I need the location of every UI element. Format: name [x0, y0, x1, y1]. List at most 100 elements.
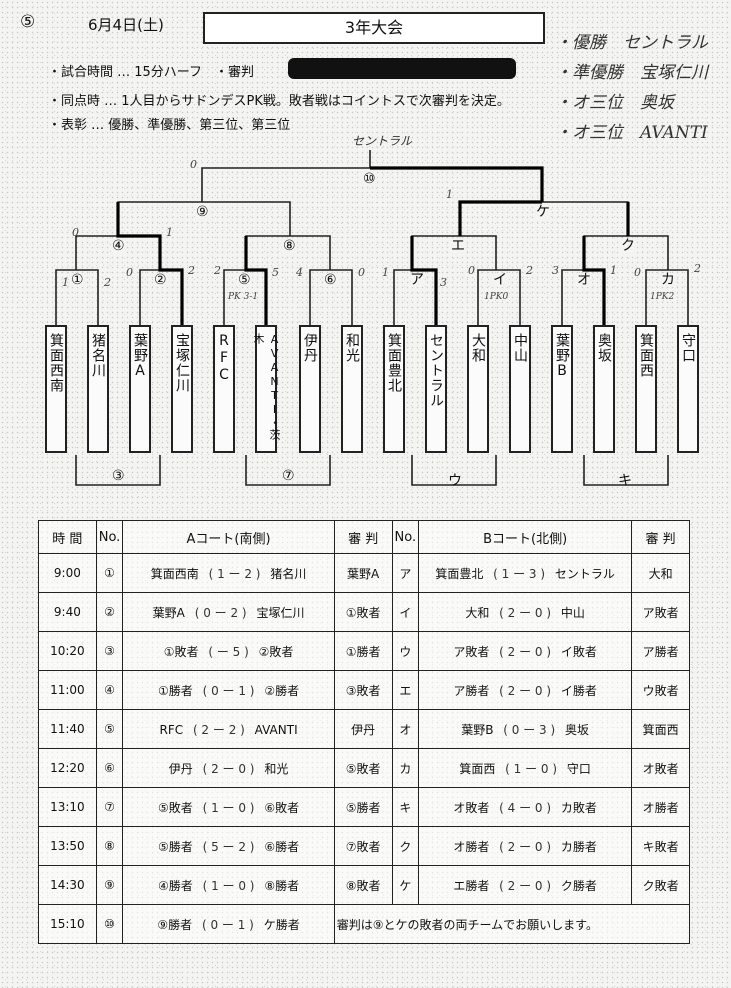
score-5: 2	[214, 264, 221, 277]
court-a-match: ⑤勝者 ( 5 ー 2 ) ⑥勝者	[122, 826, 335, 866]
score-2: 2	[104, 276, 111, 289]
header-no-b: No.	[391, 520, 420, 554]
team-box: 猪名川	[87, 325, 109, 453]
score-12: 2	[526, 264, 533, 277]
team-left: ①敗者	[163, 644, 199, 659]
header-court-a: Aコート(南側)	[122, 520, 335, 554]
match-number-a: ⑨	[95, 865, 124, 905]
team-box: 守口	[677, 325, 699, 453]
r1-mark-6: イ	[492, 272, 508, 288]
court-b-match: 葉野B ( 0 ー 3 ) 奥坂	[418, 709, 633, 749]
team-right: セントラル	[554, 566, 615, 581]
team-right: ⑥敗者	[264, 800, 300, 815]
header-ref-a: 審 判	[333, 520, 393, 554]
score-20: 1	[446, 188, 453, 201]
match-number-b: イ	[391, 592, 420, 632]
redacted-referee-block	[288, 58, 516, 79]
score-8: 0	[358, 266, 365, 279]
team-right: イ勝者	[560, 683, 597, 698]
result-third-1: ・オ三位 奥坂	[555, 93, 674, 113]
team-right: 中山	[560, 605, 585, 620]
score-6: 5	[272, 266, 279, 279]
header-time: 時 間	[38, 520, 97, 554]
group-label: ウ	[448, 473, 462, 489]
referee-b: キ敗者	[631, 826, 690, 866]
court-b-match: 箕面豊北 ( 1 ー 3 ) セントラル	[418, 553, 633, 593]
event-date: 6月4日(土)	[88, 16, 164, 34]
match-number-b: ケ	[391, 865, 420, 905]
referee-b: 箕面西	[631, 709, 690, 749]
court-a-match: ①勝者 ( 0 ー 1 ) ②勝者	[122, 670, 335, 710]
r1-mark-3: ⑤	[237, 272, 252, 288]
match-number-a: ⑩	[95, 904, 124, 944]
team-box: 箕面西	[635, 325, 657, 453]
match-score: ( 0 ー 1 )	[202, 683, 255, 698]
team-box: 大和	[467, 325, 489, 453]
qf-mark-3: エ	[450, 238, 466, 254]
match-number-a: ⑥	[95, 748, 124, 788]
team-box: RFC	[213, 325, 235, 453]
court-a-match: 伊丹 ( 2 ー 0 ) 和光	[122, 748, 335, 788]
referee-a: ①敗者	[333, 592, 393, 632]
court-a-match: ④勝者 ( 1 ー 0 ) ⑧勝者	[122, 865, 335, 905]
match-score: ( 0 ー 2 )	[194, 605, 247, 620]
referee-b: ウ敗者	[631, 670, 690, 710]
header-no-a: No.	[95, 520, 124, 554]
team-left: ①勝者	[158, 683, 193, 698]
team-left: ア勝者	[453, 683, 490, 698]
match-number-b: キ	[391, 787, 420, 827]
court-b-match: ア勝者 ( 2 ー 0 ) イ勝者	[418, 670, 633, 710]
score-7: 4	[296, 266, 303, 279]
match-number-a: ③	[95, 631, 124, 671]
match-time: 13:50	[38, 826, 97, 866]
match-score: ( 0 ー 1 )	[201, 917, 254, 932]
match-score: ( 1 ー 0 )	[202, 878, 255, 893]
match-time: 13:10	[38, 787, 97, 827]
team-box: 中山	[509, 325, 531, 453]
match-time: 14:30	[38, 865, 97, 905]
result-champion: ・優勝 セントラル	[555, 33, 708, 53]
court-b-match: ア敗者 ( 2 ー 0 ) イ敗者	[418, 631, 633, 671]
match-score: ( 1 ー 0 )	[202, 800, 255, 815]
team-left: RFC	[159, 722, 184, 737]
court-b-match: エ勝者 ( 2 ー 0 ) ク勝者	[418, 865, 633, 905]
team-left: 箕面西	[459, 761, 496, 776]
header-ref-b: 審 判	[631, 520, 690, 554]
team-right: ケ勝者	[263, 917, 300, 932]
match-score: ( 1 ー 3 )	[493, 566, 546, 581]
r1-mark-7: オ	[576, 272, 592, 288]
final-mark: ⑩	[362, 171, 377, 187]
court-b-match: 大和 ( 2 ー 0 ) 中山	[418, 592, 633, 632]
group-label: ⑦	[282, 468, 295, 484]
referee-a: 葉野A	[333, 553, 393, 593]
match-score: ( 5 ー 2 )	[202, 839, 255, 854]
team-right: ク勝者	[560, 878, 597, 893]
result-third-2: ・オ三位 AVANTI	[555, 123, 708, 143]
team-right: カ敗者	[560, 800, 597, 815]
court-a-match: RFC ( 2 ー 2 ) AVANTI	[122, 709, 335, 749]
team-left: ⑨勝者	[157, 917, 193, 932]
match-time: 11:00	[38, 670, 97, 710]
match-time: 9:00	[38, 553, 97, 593]
match-number-b: オ	[391, 709, 420, 749]
referee-a: ⑤敗者	[333, 748, 393, 788]
team-left: ⑤敗者	[158, 800, 193, 815]
team-left: 大和	[465, 605, 490, 620]
match-number-b: エ	[391, 670, 420, 710]
score-1: 1	[62, 276, 69, 289]
match-number-b: ク	[391, 826, 420, 866]
referee-a: ⑤勝者	[333, 787, 393, 827]
match-score: ( 2 ー 0 )	[202, 761, 255, 776]
match-number-a: ①	[95, 553, 124, 593]
match-score: ( ー 5 )	[208, 644, 249, 659]
team-right: 宝塚仁川	[256, 605, 305, 620]
team-box: 伊丹	[299, 325, 321, 453]
referee-a: ⑧敗者	[333, 865, 393, 905]
team-right: 守口	[566, 761, 591, 776]
